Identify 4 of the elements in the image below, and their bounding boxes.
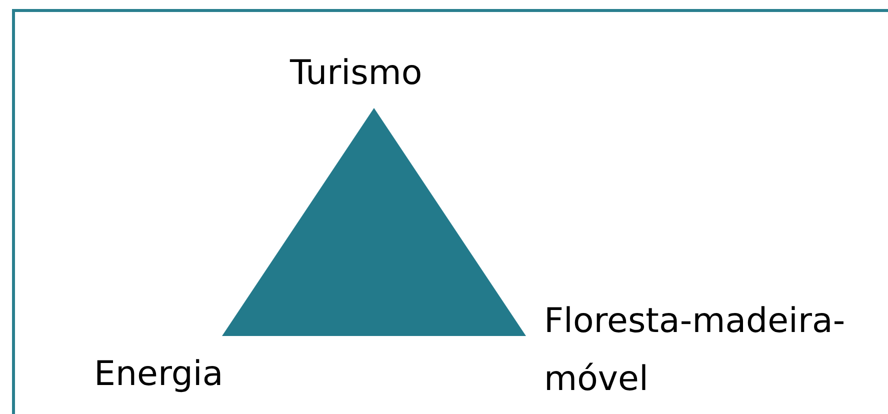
vertex-label: Turismo (290, 52, 422, 95)
triangle (222, 108, 526, 336)
vertex-label: Floresta-madeira-móvel (544, 300, 846, 401)
vertex-label: Energia (94, 353, 224, 396)
